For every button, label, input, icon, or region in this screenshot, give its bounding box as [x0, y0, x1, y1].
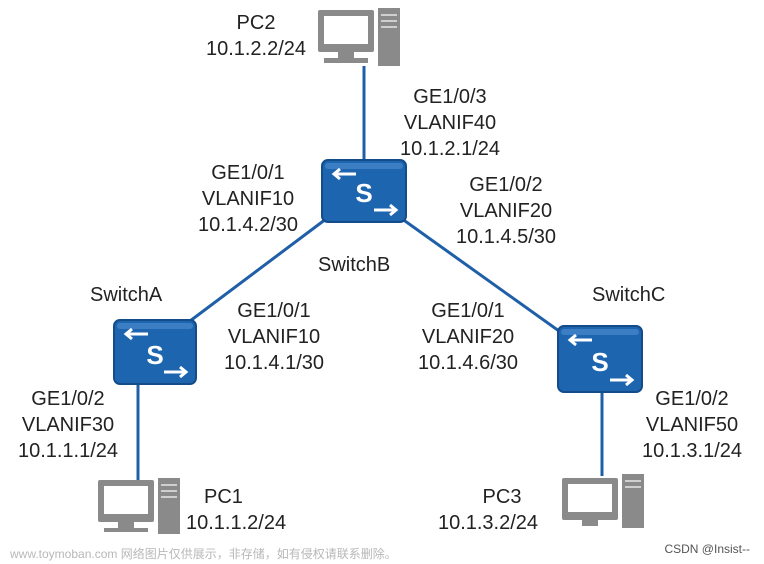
switch-icon: S — [321, 159, 407, 223]
pc1-label: PC1 10.1.1.2/24 — [186, 484, 286, 536]
vlanif-name: VLANIF20 — [459, 200, 553, 222]
ip-address: 10.1.4.5/30 — [455, 226, 557, 248]
ip-address: 10.1.4.1/30 — [223, 352, 325, 374]
vlanif-name: VLANIF40 — [403, 112, 497, 134]
pc3-label: PC3 10.1.3.2/24 — [420, 484, 556, 536]
port-name: GE1/0/1 — [237, 300, 311, 322]
device-name: PC3 — [482, 486, 522, 508]
port-name: GE1/0/2 — [469, 174, 543, 196]
desktop-pc-icon — [562, 474, 644, 528]
svg-text:S: S — [591, 347, 608, 377]
switchb-ge103-label: GE1/0/3 VLANIF40 10.1.2.1/24 — [380, 84, 520, 162]
watermark-text: www.toymoban.com 网络图片仅供展示，非存储，如有侵权请联系删除。 — [10, 547, 397, 561]
switchb-ge101-label: GE1/0/1 VLANIF10 10.1.4.2/30 — [178, 160, 318, 238]
ip-address: 10.1.3.1/24 — [641, 440, 743, 462]
vlanif-name: VLANIF10 — [201, 188, 295, 210]
switchc-ge102-label: GE1/0/2 VLANIF50 10.1.3.1/24 — [622, 386, 762, 464]
switchc-name: SwitchC — [592, 284, 666, 306]
port-name: GE1/0/2 — [31, 388, 105, 410]
vlanif-name: VLANIF10 — [227, 326, 321, 348]
port-name: GE1/0/1 — [211, 162, 285, 184]
device-name: PC2 — [236, 12, 276, 34]
ip-address: 10.1.1.2/24 — [186, 512, 287, 534]
vlanif-name: VLANIF30 — [21, 414, 115, 436]
credit-text: CSDN @Insist-- — [664, 542, 750, 556]
vlanif-name: VLANIF50 — [645, 414, 739, 436]
svg-text:S: S — [146, 340, 163, 370]
switch-icon: S — [113, 319, 197, 385]
link-switchb-switchc — [397, 214, 567, 338]
desktop-pc-icon — [318, 8, 400, 66]
ip-address: 10.1.1.1/24 — [17, 440, 119, 462]
port-name: GE1/0/1 — [431, 300, 505, 322]
switchb-ge102-label: GE1/0/2 VLANIF20 10.1.4.5/30 — [436, 172, 576, 250]
svg-text:S: S — [355, 178, 372, 208]
ip-address: 10.1.4.2/30 — [197, 214, 299, 236]
switcha-ge102-label: GE1/0/2 VLANIF30 10.1.1.1/24 — [0, 386, 136, 464]
ip-address: 10.1.2.1/24 — [399, 138, 501, 160]
port-name: GE1/0/3 — [413, 86, 487, 108]
pc2-label: PC2 10.1.2.2/24 — [188, 10, 324, 62]
ip-address: 10.1.2.2/24 — [205, 38, 307, 60]
switchc-ge101-label: GE1/0/1 VLANIF20 10.1.4.6/30 — [398, 298, 538, 376]
desktop-pc-icon — [98, 478, 180, 534]
switcha-ge101-label: GE1/0/1 VLANIF10 10.1.4.1/30 — [204, 298, 344, 376]
ip-address: 10.1.4.6/30 — [417, 352, 519, 374]
switchb-name: SwitchB — [318, 254, 391, 276]
link-switchb-switcha — [177, 214, 331, 332]
port-name: GE1/0/2 — [655, 388, 729, 410]
vlanif-name: VLANIF20 — [421, 326, 515, 348]
switcha-name: SwitchA — [90, 284, 163, 306]
ip-address: 10.1.3.2/24 — [437, 512, 539, 534]
device-name: PC1 — [204, 486, 243, 508]
switch-icon: S — [557, 325, 643, 393]
